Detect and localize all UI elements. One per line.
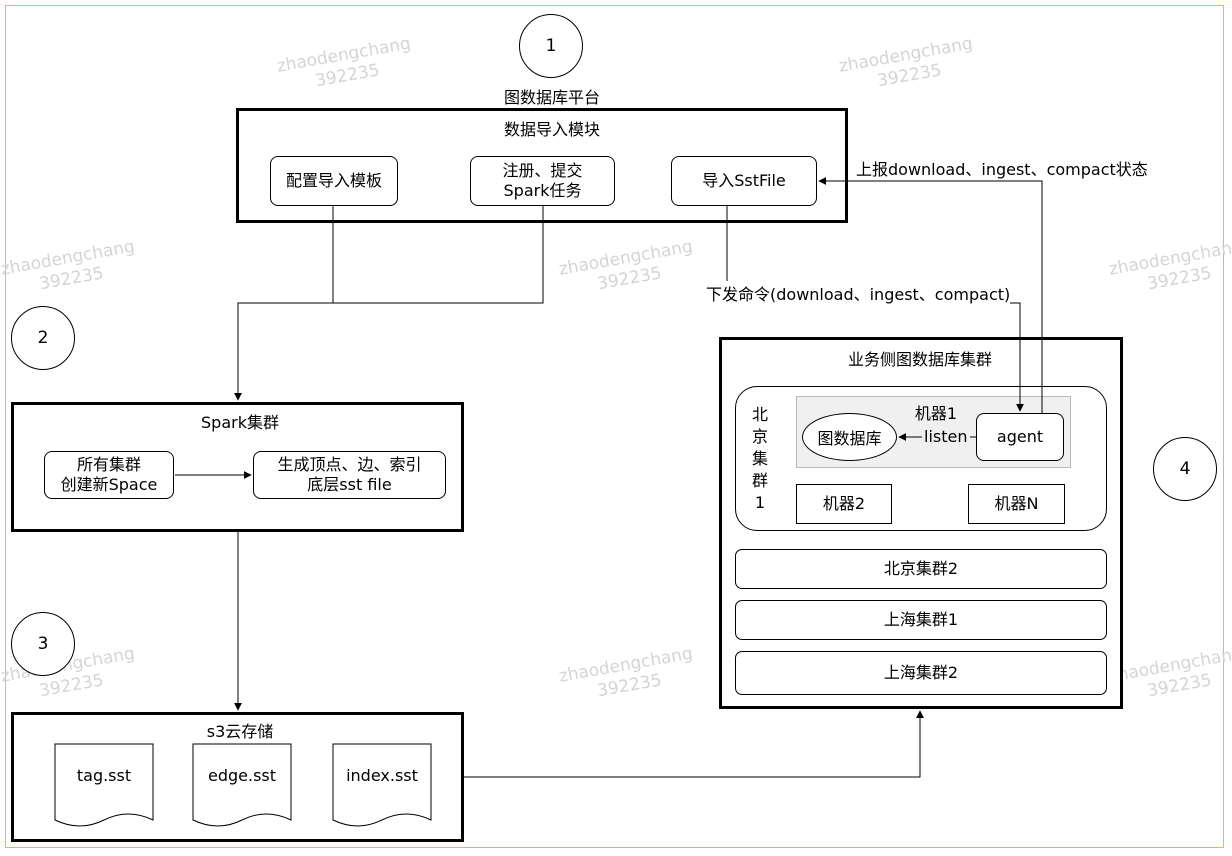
graph-db-node: 图数据库 xyxy=(802,413,897,461)
diagram-frame xyxy=(5,5,1224,848)
edge-sst-document xyxy=(192,743,292,827)
step-3-marker: 3 xyxy=(11,612,75,676)
config-to-spark-edge xyxy=(238,206,334,304)
generate-sst-node: 生成顶点、边、索引底层sst file xyxy=(253,451,446,499)
machine-n-node: 机器N xyxy=(968,484,1065,524)
index-sst-document xyxy=(332,743,432,827)
business-title: 业务侧图数据库集群 xyxy=(847,350,992,369)
report-status-edge xyxy=(818,177,1043,413)
tag-sst-label: tag.sst xyxy=(76,766,132,785)
s3-storage xyxy=(11,712,464,842)
module-title: 数据导入模块 xyxy=(503,120,600,139)
import-sstfile-node: 导入SstFile xyxy=(671,156,817,206)
issue-command-edge xyxy=(726,206,1024,412)
step-4-marker: 4 xyxy=(1153,437,1217,501)
report-status-label: 上报download、ingest、compact状态 xyxy=(856,156,1148,180)
register-to-spark-edge xyxy=(234,206,544,401)
step-2-marker: 2 xyxy=(11,306,75,370)
machine-2-node: 机器2 xyxy=(796,484,892,524)
s3-to-business-edge xyxy=(464,710,924,778)
platform-title: 图数据库平台 xyxy=(503,88,600,107)
s3-title: s3云存储 xyxy=(206,722,274,741)
config-template-node: 配置导入模板 xyxy=(270,156,398,206)
shanghai-cluster-2-node: 上海集群2 xyxy=(735,651,1107,695)
issue-command-label: 下发命令(download、ingest、compact) xyxy=(706,281,1011,305)
shanghai-cluster-1-node: 上海集群1 xyxy=(735,600,1107,640)
tag-sst-document xyxy=(54,743,154,827)
index-sst-label: index.sst xyxy=(346,766,418,785)
listen-label: listen xyxy=(924,427,968,446)
agent-node: agent xyxy=(976,413,1064,461)
create-space-node: 所有集群创建新Space xyxy=(44,451,174,499)
edge-sst-label: edge.sst xyxy=(207,766,277,785)
beijing-cluster-1-label: 北 京 集 群 1 xyxy=(751,405,768,512)
machine-1-label: 机器1 xyxy=(914,404,958,423)
spark-title: Spark集群 xyxy=(201,413,279,432)
beijing-cluster-2-node: 北京集群2 xyxy=(735,549,1107,589)
step-1-marker: 1 xyxy=(519,14,583,78)
